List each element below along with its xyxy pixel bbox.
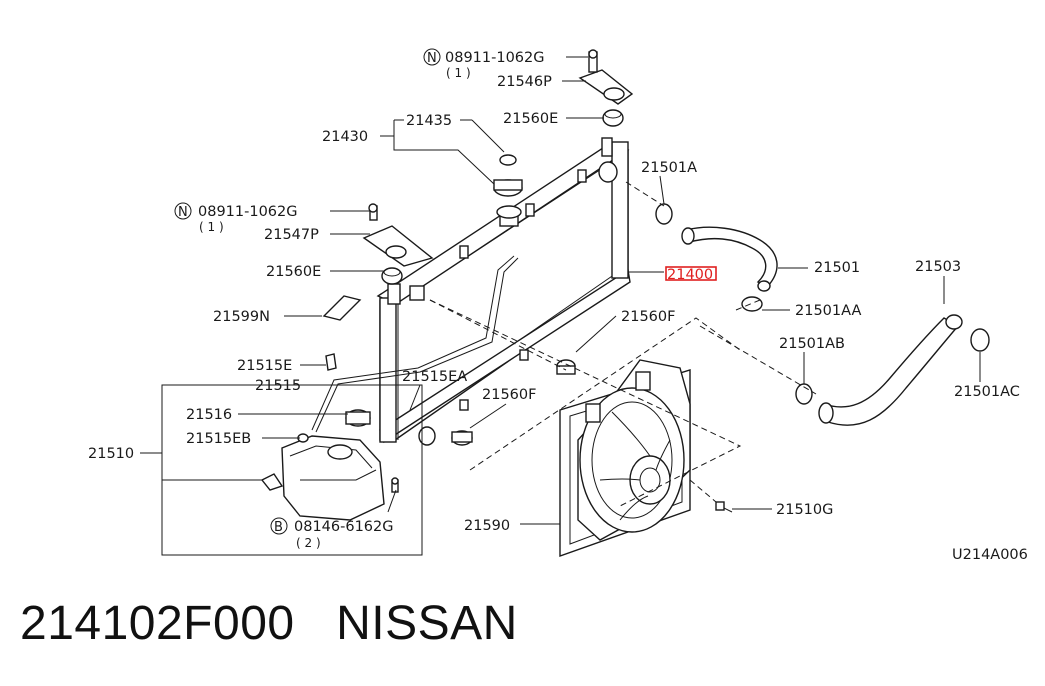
- reservoir-group-box: [161, 384, 423, 556]
- radiator-cap: [493, 154, 523, 197]
- label-21501A: 21501A: [641, 160, 697, 176]
- svg-text:B: B: [274, 520, 283, 535]
- label-qty-left: ( 1 ): [199, 220, 224, 234]
- label-21515EB: 21515EB: [186, 431, 251, 447]
- label-21560F-right: 21560F: [621, 309, 675, 325]
- label-21590: 21590: [464, 518, 510, 534]
- label-21515E: 21515E: [237, 358, 292, 374]
- upper-mount-bracket: [578, 49, 634, 127]
- label-21515: 21515: [255, 378, 301, 394]
- label-21599N: 21599N: [213, 309, 270, 325]
- label-21501AA: 21501AA: [795, 303, 861, 319]
- label-qty-top: ( 1 ): [446, 66, 471, 80]
- label-21546P: 21546P: [497, 74, 552, 90]
- label-21560E-top: 21560E: [503, 111, 558, 127]
- label-21547P: 21547P: [264, 227, 319, 243]
- label-21510G: 21510G: [776, 502, 833, 518]
- label-21515EA: 21515EA: [402, 369, 467, 385]
- diagram-code: U214A006: [952, 547, 1028, 563]
- lower-hose: [795, 314, 990, 426]
- label-08911-left: 08911-1062G: [198, 204, 298, 220]
- reservoir-tank: [260, 409, 399, 521]
- svg-text:N: N: [427, 51, 437, 66]
- hose-clip: [325, 353, 337, 371]
- label-21435: 21435: [406, 113, 452, 129]
- label-21501AC: 21501AC: [954, 384, 1020, 400]
- label-21560F-lower: 21560F: [482, 387, 536, 403]
- label-21560E-left: 21560E: [266, 264, 321, 280]
- label-08911-top: 08911-1062G: [445, 50, 545, 66]
- circle-mark-n-left: N: [174, 202, 192, 220]
- label-08146: 08146-6162G: [294, 519, 394, 535]
- label-21400: 21400: [667, 267, 713, 283]
- radiator: [311, 137, 631, 446]
- left-mount-bracket: [362, 203, 434, 285]
- svg-text:N: N: [178, 205, 188, 220]
- label-21501AB: 21501AB: [779, 336, 845, 352]
- label-21516: 21516: [186, 407, 232, 423]
- leader-lines: [140, 56, 981, 525]
- circle-mark-b-bottom: B: [270, 517, 288, 535]
- label-21501: 21501: [814, 260, 860, 276]
- circle-mark-n-top: N: [423, 48, 441, 66]
- upper-hose: [655, 203, 778, 312]
- label-21430: 21430: [322, 129, 368, 145]
- label-qty-bottom: ( 2 ): [296, 536, 321, 550]
- label-sticker: [322, 295, 362, 321]
- part-highlight-box: [665, 266, 717, 281]
- shroud-screw: [715, 501, 733, 513]
- fan-shroud-assembly: [559, 359, 691, 557]
- label-21503: 21503: [915, 259, 961, 275]
- label-21510: 21510: [88, 446, 134, 462]
- part-number-caption: 214102F000 NISSAN: [20, 597, 518, 650]
